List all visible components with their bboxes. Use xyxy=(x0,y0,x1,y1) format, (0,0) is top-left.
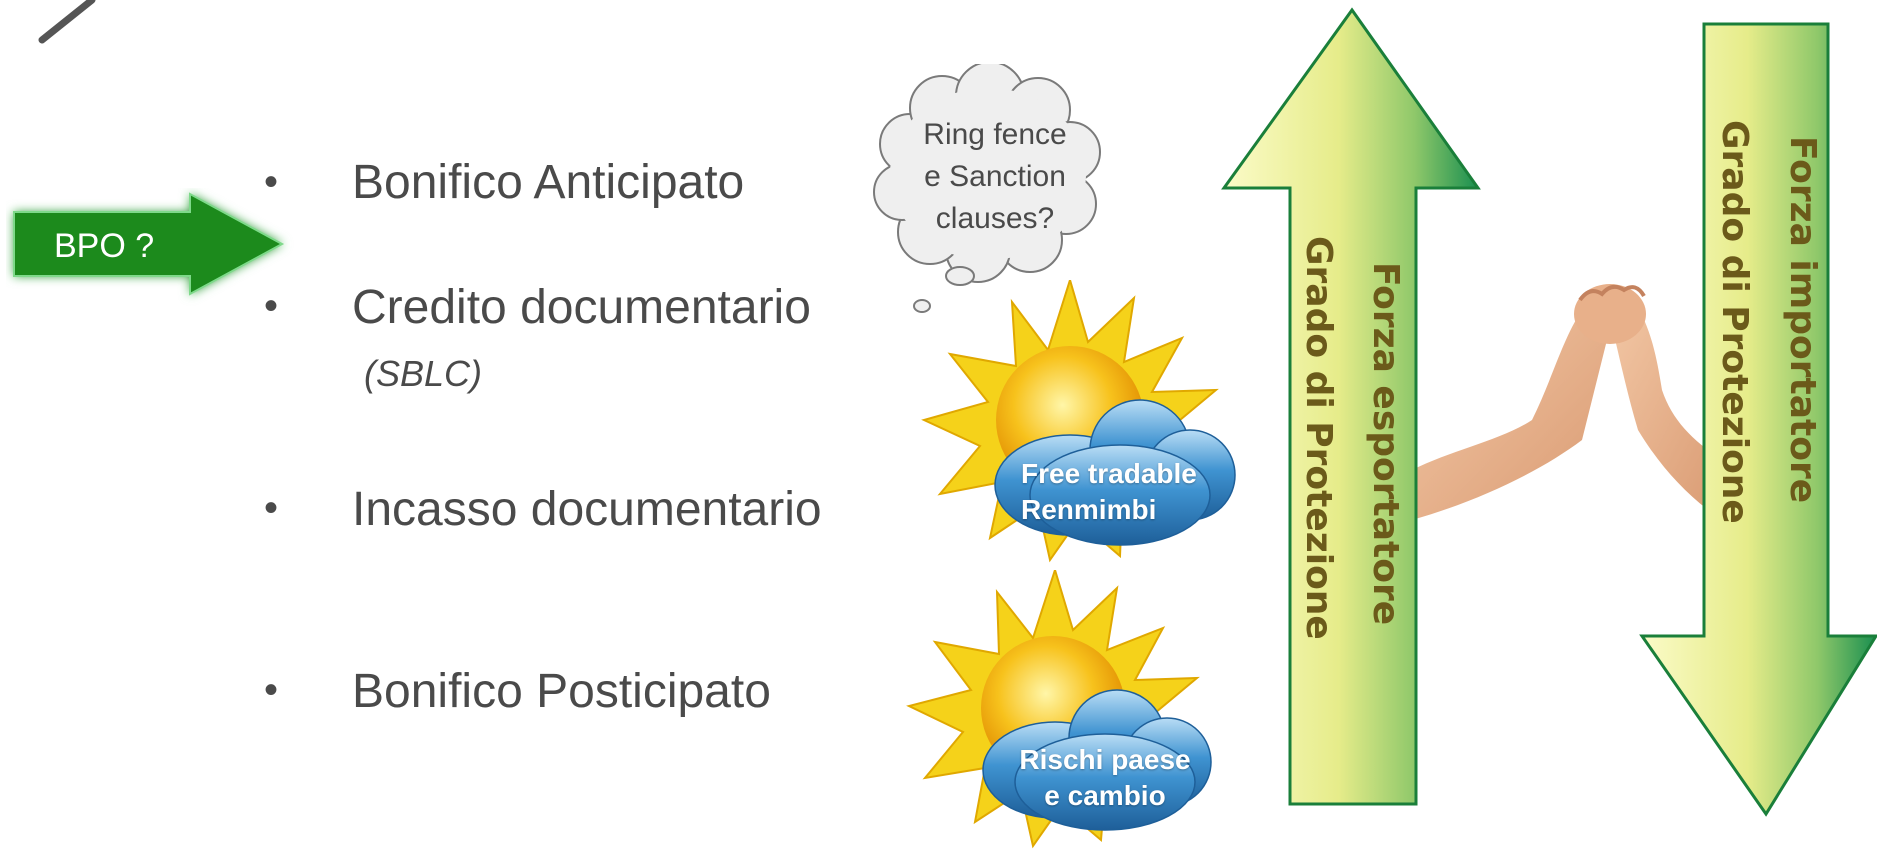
bullet-dot-4: • xyxy=(264,668,279,712)
up-arrow-label-outer: Forza esportatore xyxy=(1365,262,1406,626)
cloud-text-2: Rischi paese e cambio xyxy=(995,742,1215,814)
cloud2-line-2: e cambio xyxy=(1044,780,1166,811)
cloud-text-1: Free tradable Renmimbi xyxy=(1021,456,1197,528)
up-arrow-label-inner: Grado di Protezione xyxy=(1298,236,1339,640)
bullet-credito-documentario: Credito documentario xyxy=(352,281,811,334)
down-arrow-label-outer: Forza importatore xyxy=(1782,136,1823,504)
cloud2-line-1: Rischi paese xyxy=(1019,744,1191,775)
pen-icon xyxy=(38,0,96,44)
cloud1-line-2: Renmimbi xyxy=(1021,494,1157,525)
bullet-dot-2: • xyxy=(264,284,279,328)
bullet-credito-sub: (SBLC) xyxy=(364,353,483,394)
thought-line-1: Ring fence xyxy=(923,118,1067,151)
sun-cloud-icon-1 xyxy=(921,280,1236,563)
down-arrow-label-inner: Grado di Protezione xyxy=(1714,120,1755,524)
thought-line-3: clauses? xyxy=(935,202,1055,235)
bpo-arrow-shape xyxy=(13,192,285,296)
thought-line-2: e Sanction xyxy=(924,160,1066,193)
thought-bubble-text: Ring fence e Sanction clauses? xyxy=(880,114,1110,240)
bullet-bonifico-anticipato: Bonifico Anticipato xyxy=(352,156,745,209)
arm-wrestling-image xyxy=(1412,284,1722,520)
bullet-incasso-documentario: Incasso documentario xyxy=(352,483,822,536)
up-arrow-shape xyxy=(1221,7,1481,806)
down-arrow-shape xyxy=(1639,22,1877,817)
sun-cloud-icon-2 xyxy=(906,570,1212,849)
bullet-dot-3: • xyxy=(264,486,279,530)
cloud1-line-1: Free tradable xyxy=(1021,458,1197,489)
bullet-bonifico-posticipato: Bonifico Posticipato xyxy=(352,665,771,718)
bpo-label: BPO ? xyxy=(54,227,155,265)
thought-bubble-shape xyxy=(873,64,1101,313)
bullet-dot-1: • xyxy=(264,160,279,204)
